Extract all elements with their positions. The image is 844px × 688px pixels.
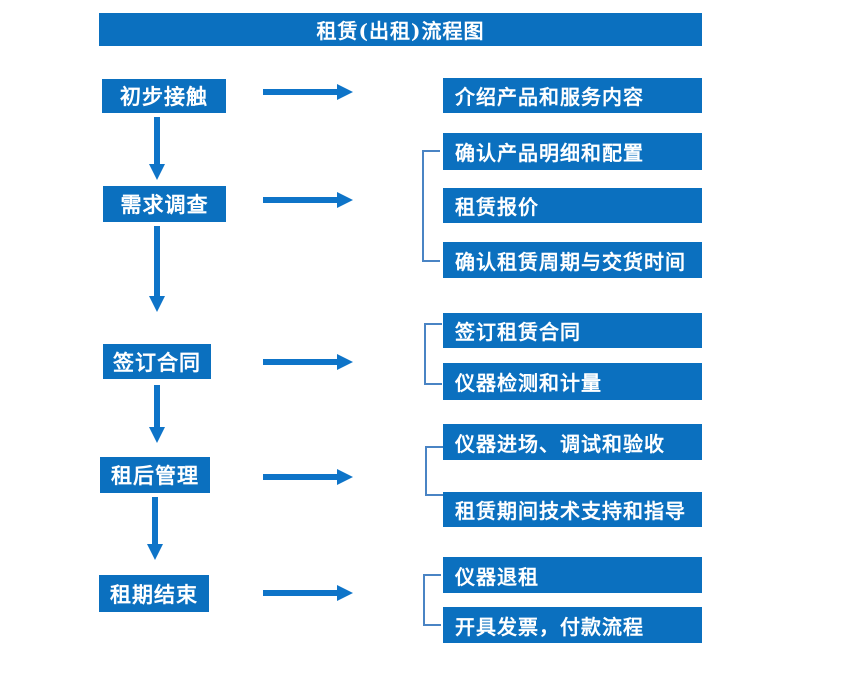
arrow-shaft [263, 197, 337, 203]
down-arrow-connector [147, 497, 163, 560]
right-arrow-connector [263, 192, 353, 208]
detail-box-instrument-setup-acceptance: 仪器进场、调试和验收 [443, 424, 702, 460]
detail-box-confirm-period-delivery: 确认租赁周期与交货时间 [443, 242, 702, 278]
detail-box-technical-support: 租赁期间技术支持和指导 [443, 492, 702, 527]
group-bracket [424, 323, 442, 385]
arrow-shaft [152, 497, 158, 544]
arrow-head [149, 296, 165, 312]
detail-box-sign-rental-contract: 签订租赁合同 [443, 313, 702, 348]
right-arrow-connector [263, 585, 353, 601]
detail-box-rental-quote: 租赁报价 [443, 188, 702, 223]
stage-box-initial-contact: 初步接触 [102, 79, 226, 113]
arrow-head [149, 164, 165, 180]
group-bracket [423, 574, 441, 626]
down-arrow-connector [149, 226, 165, 312]
arrow-head [337, 84, 353, 100]
arrow-shaft [154, 385, 160, 427]
stage-box-rental-end: 租期结束 [99, 575, 209, 612]
right-arrow-connector [263, 469, 353, 485]
detail-box-introduce-products: 介绍产品和服务内容 [443, 78, 702, 113]
right-arrow-connector [263, 354, 353, 370]
arrow-shaft [154, 226, 160, 296]
stage-box-demand-survey: 需求调查 [103, 186, 226, 222]
arrow-shaft [263, 590, 337, 596]
stage-box-post-rental-management: 租后管理 [100, 457, 210, 493]
down-arrow-connector [149, 117, 165, 180]
flowchart-title: 租赁(出租)流程图 [99, 13, 702, 46]
arrow-shaft [154, 117, 160, 164]
detail-box-instrument-inspection: 仪器检测和计量 [443, 363, 702, 400]
right-arrow-connector [263, 84, 353, 100]
group-bracket [422, 150, 440, 262]
arrow-head [337, 469, 353, 485]
down-arrow-connector [149, 385, 165, 443]
arrow-head [337, 585, 353, 601]
arrow-head [337, 192, 353, 208]
arrow-shaft [263, 359, 337, 365]
detail-box-confirm-product-config: 确认产品明细和配置 [443, 133, 702, 170]
group-bracket [425, 446, 443, 496]
arrow-head [147, 544, 163, 560]
detail-box-invoice-payment: 开具发票，付款流程 [443, 607, 702, 643]
arrow-head [337, 354, 353, 370]
arrow-shaft [263, 89, 337, 95]
stage-box-sign-contract: 签订合同 [103, 344, 211, 379]
arrow-shaft [263, 474, 337, 480]
detail-box-instrument-return: 仪器退租 [443, 557, 702, 593]
arrow-head [149, 427, 165, 443]
